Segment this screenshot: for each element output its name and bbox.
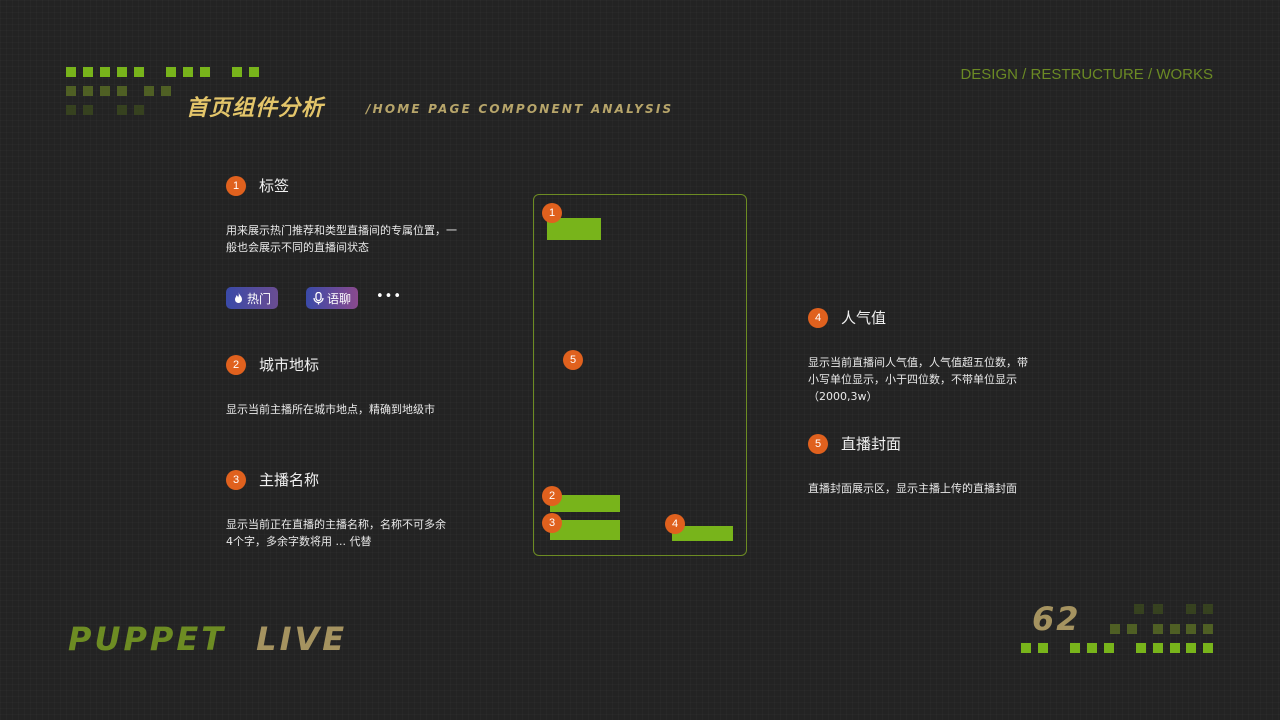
section-2-badge: 2 [226,354,246,375]
page-subtitle: /HOME PAGE COMPONENT ANALYSIS [366,102,674,116]
brand-word-2: LIVE [256,620,348,658]
mockup-badge-5: 5 [563,350,583,370]
hot-tag-label: 热门 [247,291,272,306]
hot-tag: 热门 [226,287,279,309]
section-4-header: 4 人气值 [808,307,886,328]
tag-placeholder [547,218,601,240]
section-1-header: 1 标签 [226,175,289,196]
section-5-title: 直播封面 [841,435,902,453]
mockup-badge-4: 4 [665,514,685,534]
voice-tag-label: 语聊 [327,291,352,306]
name-placeholder [550,520,620,540]
section-2-title: 城市地标 [259,356,320,374]
mockup-badge-3: 3 [542,513,562,533]
section-5-header: 5 直播封面 [808,433,901,454]
section-4-title: 人气值 [841,309,887,327]
section-3-badge: 3 [226,469,246,490]
top-right-label: DESIGN / RESTRUCTURE / WORKS [960,66,1213,83]
section-5-desc: 直播封面展示区，显示主播上传的直播封面 [808,482,1017,495]
page-title: 首页组件分析 [186,96,325,121]
section-1-desc: 用来展示热门推荐和类型直播间的专属位置，一般也会展示不同的直播间状态 [226,224,457,254]
section-4-badge: 4 [808,307,828,328]
section-3-header: 3 主播名称 [226,469,319,490]
voice-tag: 语聊 [306,287,359,309]
live-card-mockup: 1 5 2 3 4 [533,194,747,556]
section-1-badge: 1 [226,175,246,196]
more-icon: ••• [376,289,403,304]
mockup-badge-1: 1 [542,203,562,223]
section-3-title: 主播名称 [259,471,320,489]
section-5-badge: 5 [808,433,828,454]
section-2-header: 2 城市地标 [226,354,319,375]
section-1-title: 标签 [259,177,290,195]
brand-word-1: PUPPET [68,620,227,658]
mockup-badge-2: 2 [542,486,562,506]
page-number: 62 [1032,600,1081,638]
popularity-placeholder [672,526,733,541]
flame-icon [235,292,242,303]
city-placeholder [550,495,620,512]
section-2-desc: 显示当前主播所在城市地点，精确到地级市 [226,403,435,416]
section-4-desc: 显示当前直播间人气值，人气值超五位数，带小写单位显示，小于四位数，不带单位显示（… [808,356,1028,403]
section-3-desc: 显示当前正在直播的主播名称，名称不可多余4个字，多余字数将用 ... 代替 [226,518,446,548]
brand-logo: PUPPET LIVE [68,620,347,658]
microphone-icon [313,291,324,304]
